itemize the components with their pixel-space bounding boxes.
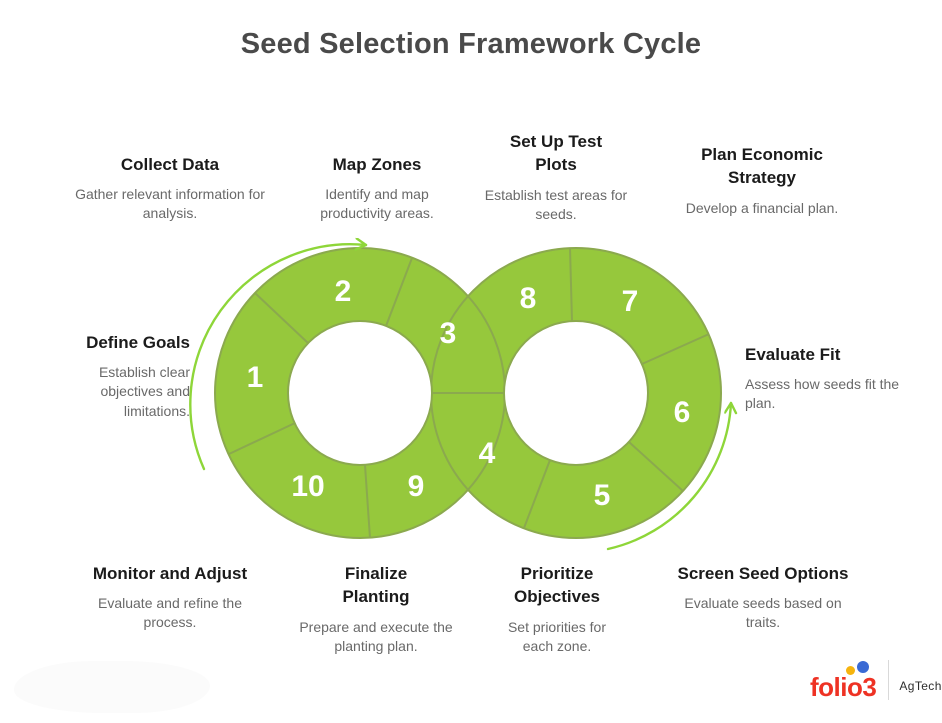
step-number-4: 4 [479, 437, 496, 470]
step-label: Set Up Test Plots [509, 132, 603, 175]
logo-brand-text: folio3 [810, 672, 877, 702]
logo-division-text: AgTech [899, 679, 942, 693]
step-number-5: 5 [594, 479, 611, 512]
step-card-monitor-and-adjust: Monitor and Adjust Evaluate and refine t… [70, 562, 270, 633]
step-description: Evaluate and refine the process. [98, 595, 242, 631]
step-card-collect-data: Collect Data Gather relevant information… [75, 153, 265, 224]
logo-dot-blue-icon [857, 661, 869, 673]
logo-divider [888, 660, 890, 700]
flow-arrow-top-left [189, 244, 366, 471]
step-number-9: 9 [408, 470, 425, 503]
step-description: Identify and map productivity areas. [320, 186, 434, 222]
step-number-6: 6 [674, 396, 691, 429]
step-description: Establish test areas for seeds. [484, 186, 628, 222]
step-description: Gather relevant information for analysis… [75, 186, 265, 222]
step-description: Evaluate seeds based on traits. [684, 595, 842, 631]
step-description: Set priorities for each zone. [507, 618, 607, 654]
step-number-2: 2 [335, 275, 352, 308]
step-number-1: 1 [247, 361, 264, 394]
step-number-10: 10 [291, 470, 324, 503]
step-card-set-up-test-plots: Set Up Test Plots Establish test areas f… [476, 130, 636, 224]
step-card-finalize-planting: Finalize Planting Prepare and execute th… [286, 562, 466, 656]
step-label: Finalize Planting [342, 564, 410, 607]
step-label: Monitor and Adjust [92, 564, 248, 583]
step-description: Prepare and execute the planting plan. [299, 618, 453, 654]
step-label: Map Zones [332, 155, 422, 174]
faint-watermark-blob [14, 661, 210, 713]
step-card-plan-economic-strategy: Plan Economic Strategy Develop a financi… [667, 143, 857, 218]
step-card-screen-seed-options: Screen Seed Options Evaluate seeds based… [658, 562, 868, 633]
page-title: Seed Selection Framework Cycle [240, 28, 702, 60]
step-label: Evaluate Fit [745, 345, 841, 364]
step-card-evaluate-fit: Evaluate Fit Assess how seeds fit the pl… [745, 343, 923, 414]
step-label: Collect Data [120, 155, 220, 174]
step-description: Develop a financial plan. [685, 199, 839, 216]
figure-eight-rings [214, 247, 722, 539]
step-number-7: 7 [622, 285, 639, 318]
segment-dividers [228, 247, 710, 539]
flow-arrow-bottom-right [606, 403, 731, 551]
step-card-prioritize-objectives: Prioritize Objectives Set priorities for… [472, 562, 642, 656]
step-description: Assess how seeds fit the plan. [745, 376, 900, 412]
step-label: Define Goals [86, 333, 190, 352]
step-card-define-goals: Define Goals Establish clear objectives … [40, 331, 190, 421]
step-description: Establish clear objectives and limitatio… [98, 364, 190, 419]
ring-left-hole [287, 320, 433, 466]
ring-right-hole [503, 320, 649, 466]
step-card-map-zones: Map Zones Identify and map productivity … [282, 153, 472, 224]
folio3-wordmark: folio3 [810, 658, 877, 702]
logo-dot-yellow-icon [846, 666, 855, 675]
step-label: Prioritize Objectives [514, 564, 600, 607]
flow-arrows [189, 244, 731, 551]
step-label: Screen Seed Options [677, 564, 849, 583]
folio3-agtech-logo: folio3 AgTech [810, 658, 942, 701]
step-label: Plan Economic Strategy [701, 145, 823, 188]
step-number-3: 3 [440, 317, 457, 350]
step-number-8: 8 [520, 282, 537, 315]
